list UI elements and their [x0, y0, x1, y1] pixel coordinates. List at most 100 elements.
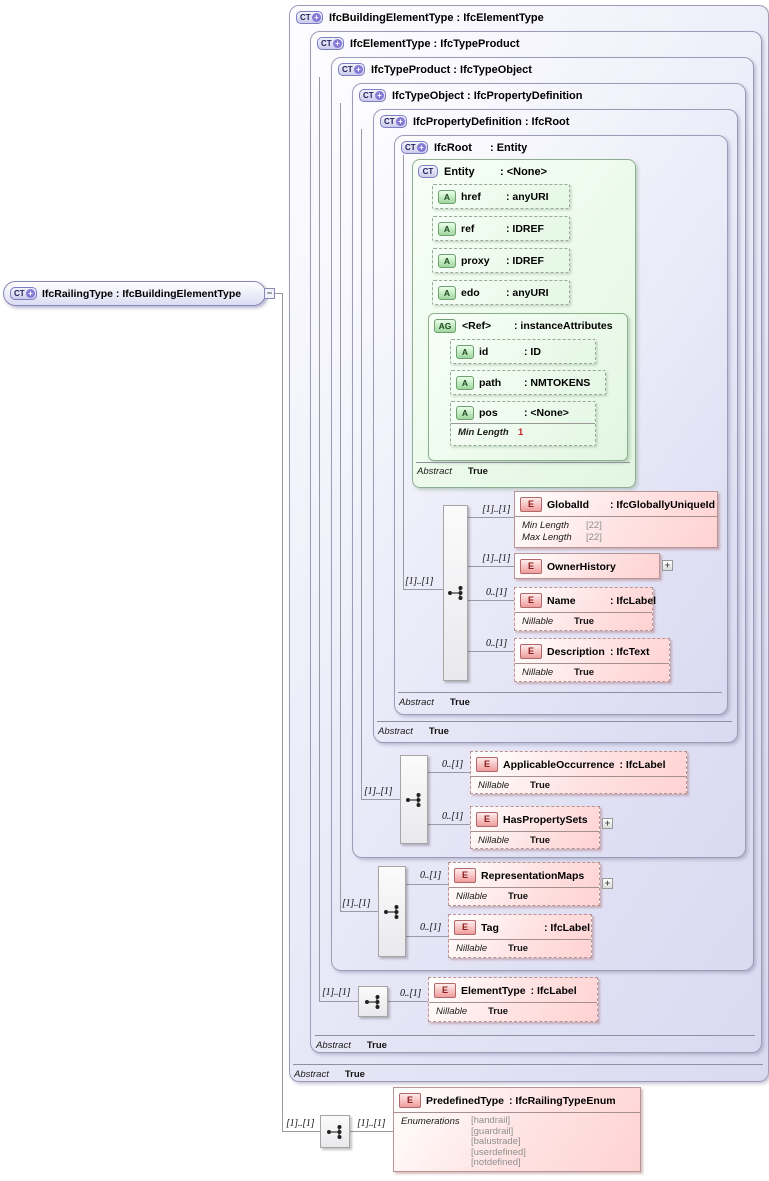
header-ifctypeobject: CT+ IfcTypeObject : IfcPropertyDefinitio…: [359, 88, 583, 103]
cardinality-label: [1]..[1]: [342, 898, 371, 909]
attribute-type: : anyURI: [506, 190, 549, 203]
complex-type-icon: CT+: [401, 141, 428, 154]
plus-icon: +: [312, 13, 321, 22]
sequence-icon: [406, 792, 421, 807]
element-type: : IfcText: [610, 645, 650, 658]
connector-line: [340, 103, 341, 911]
plus-icon: +: [26, 289, 35, 298]
attribute-icon: A: [456, 375, 474, 390]
expand-toggle-icon[interactable]: +: [602, 818, 613, 829]
complex-type-icon: CT+: [380, 115, 407, 128]
cardinality-label: [1]..[1]: [357, 1118, 386, 1129]
connector-line: [468, 566, 514, 567]
element-predefinedtype[interactable]: E PredefinedType : IfcRailingTypeEnum En…: [393, 1087, 641, 1172]
attribute-type: : IDREF: [506, 222, 544, 235]
type-title: IfcTypeObject : IfcPropertyDefinition: [392, 89, 583, 102]
type-title: IfcPropertyDefinition : IfcRoot: [413, 115, 570, 128]
sequence-compositor-ifctypeproduct[interactable]: [378, 866, 406, 957]
attribute-pos[interactable]: A pos : <None> Min Length 1: [450, 401, 596, 446]
element-type: : IfcRailingTypeEnum: [509, 1094, 616, 1107]
sequence-compositor-ifcroot[interactable]: [443, 505, 468, 681]
element-type: : IfcLabel: [619, 758, 666, 771]
cardinality-label: 0..[1]: [420, 922, 441, 933]
root-type-ifcrailingtype[interactable]: CT+ IfcRailingType : IfcBuildingElementT…: [3, 281, 266, 306]
complex-type-icon: CT+: [10, 287, 37, 300]
expand-toggle-icon[interactable]: +: [662, 560, 673, 571]
cardinality-label: 0..[1]: [486, 638, 507, 649]
element-globalid[interactable]: E GlobalId : IfcGloballyUniqueId Min Len…: [514, 491, 718, 548]
attribute-name: edo: [461, 286, 480, 299]
element-icon: E: [520, 497, 542, 512]
sequence-icon: [327, 1124, 342, 1139]
element-icon: E: [476, 757, 498, 772]
header-entity: CT Entity : <None>: [418, 164, 547, 179]
divider: [293, 1064, 763, 1065]
element-icon: E: [520, 559, 542, 574]
header-ifcbuildingelementtype: CT+ IfcBuildingElementType : IfcElementT…: [296, 10, 544, 25]
type-title: IfcBuildingElementType : IfcElementType: [329, 11, 544, 24]
attribute-icon: A: [438, 253, 456, 268]
attribute-type: : NMTOKENS: [524, 376, 591, 389]
element-ownerhistory[interactable]: E OwnerHistory: [514, 553, 660, 579]
sequence-icon: [384, 904, 399, 919]
connector-line: [350, 1131, 393, 1132]
attribute-name: pos: [479, 407, 498, 419]
element-name: Description: [547, 645, 605, 658]
attribute-icon: A: [438, 285, 456, 300]
attribute-proxy[interactable]: A proxy : IDREF: [432, 248, 570, 273]
group-type: : instanceAttributes: [514, 319, 613, 332]
connector-line: [319, 77, 320, 1001]
complex-type-icon: CT+: [317, 37, 344, 50]
expand-toggle-icon[interactable]: +: [602, 878, 613, 889]
header-ifctypeproduct: CT+ IfcTypeProduct : IfcTypeObject: [338, 62, 532, 77]
attribute-href[interactable]: A href : anyURI: [432, 184, 570, 209]
header-ifcpropertydefinition: CT+ IfcPropertyDefinition : IfcRoot: [380, 114, 569, 129]
attribute-icon: A: [456, 344, 474, 359]
connector-line: [361, 129, 362, 799]
sequence-compositor-ifctypeobject[interactable]: [400, 755, 428, 844]
sequence-compositor-ifcelementtype[interactable]: [358, 986, 388, 1017]
element-icon: E: [454, 920, 476, 935]
root-type-title: IfcRailingType : IfcBuildingElementType: [42, 287, 242, 300]
attribute-id[interactable]: A id : ID: [450, 339, 596, 364]
attribute-icon: A: [438, 189, 456, 204]
cardinality-label: 0..[1]: [420, 870, 441, 881]
cardinality-label: 0..[1]: [442, 811, 463, 822]
complex-type-icon: CT+: [338, 63, 365, 76]
attribute-path[interactable]: A path : NMTOKENS: [450, 370, 606, 395]
element-name: HasPropertySets: [503, 813, 588, 826]
divider: [315, 1035, 755, 1036]
connector-line: [468, 651, 514, 652]
ct-label: CT: [342, 65, 353, 74]
connector-line: [403, 589, 443, 590]
element-name: OwnerHistory: [547, 560, 616, 573]
connector-line: [403, 155, 404, 589]
element-applicableoccurrence[interactable]: E ApplicableOccurrence : IfcLabel Nillab…: [470, 751, 687, 794]
element-name: ApplicableOccurrence: [503, 758, 615, 771]
ct-label: CT: [363, 91, 374, 100]
divider: [416, 462, 630, 463]
collapse-toggle-icon[interactable]: −: [264, 288, 275, 299]
element-type: : IfcLabel: [610, 594, 657, 607]
attribute-ref[interactable]: A ref : IDREF: [432, 216, 570, 241]
connector-line: [468, 517, 514, 518]
cardinality-label: 0..[1]: [400, 988, 421, 999]
attribute-edo[interactable]: A edo : anyURI: [432, 280, 570, 305]
cardinality-label: 0..[1]: [486, 587, 507, 598]
divider: [377, 721, 732, 722]
attribute-name: path: [479, 376, 502, 389]
header-ifcelementtype: CT+ IfcElementType : IfcTypeProduct: [317, 36, 520, 51]
sequence-compositor-ifcrailingtype[interactable]: [320, 1115, 350, 1148]
